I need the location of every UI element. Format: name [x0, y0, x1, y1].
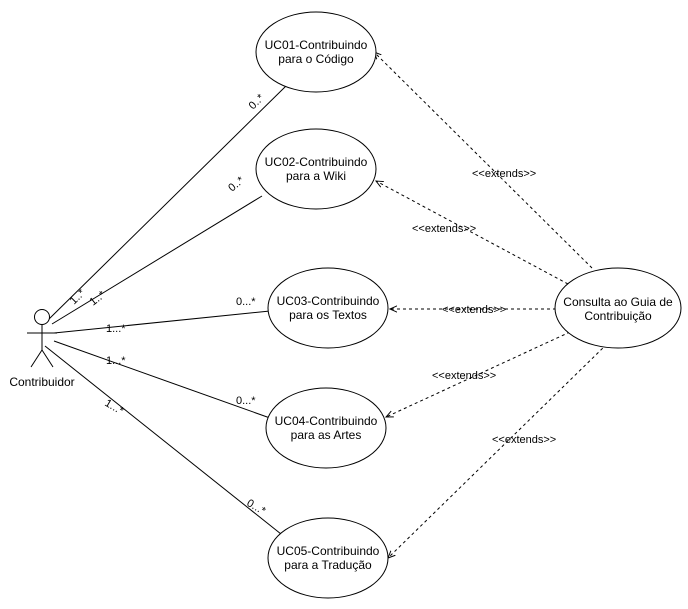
actor-right-leg [41, 349, 54, 368]
use-case-uc03: UC03-Contribuindo para os Textos [267, 267, 389, 349]
actor-head [34, 309, 50, 325]
association-uc01 [47, 85, 287, 321]
extends-label-uc01: <<extends>> [472, 168, 536, 180]
mult-uc02: 0..* [226, 174, 247, 194]
uc04-title: UC04-Contribuindo [275, 414, 378, 428]
guide-title: Consulta ao Guia de [563, 295, 673, 309]
extends-label-uc05: <<extends>> [492, 434, 556, 446]
association-uc02 [51, 195, 263, 325]
uc03-title: UC03-Contribuindo [277, 294, 380, 308]
association-uc04 [53, 340, 271, 419]
mult-actor-uc03: 1...* [106, 323, 126, 335]
uc01-title: UC01-Contribuindo [265, 38, 368, 52]
use-case-uc05: UC05-Contribuindo para a Tradução [267, 517, 389, 599]
use-case-uc01: UC01-Contribuindo para o Código [255, 11, 377, 93]
use-case-uc02: UC02-Contribuindo para a Wiki [255, 128, 377, 210]
use-case-guide: Consulta ao Guia de Contribuição [554, 267, 682, 349]
mult-uc01: 0..* [247, 91, 268, 112]
extends-line-uc01 [374, 52, 593, 269]
extends-line-uc04 [386, 331, 571, 417]
extends-line-uc05 [388, 343, 608, 558]
guide-subtitle: Contribuição [584, 309, 652, 323]
uc02-subtitle: para a Wiki [286, 169, 346, 183]
association-uc05 [44, 345, 287, 539]
uc04-subtitle: para as Artes [291, 428, 362, 442]
mult-actor-uc05: 1...* [103, 397, 127, 418]
uc05-subtitle: para a Tradução [284, 558, 372, 572]
uc03-subtitle: para os Textos [289, 308, 367, 322]
association-uc03 [53, 310, 271, 334]
uc05-title: UC05-Contribuindo [277, 544, 380, 558]
mult-uc03: 0...* [236, 296, 256, 308]
extends-label-uc04: <<extends>> [432, 370, 496, 382]
actor-left-leg [30, 349, 43, 368]
uc01-subtitle: para o Código [278, 52, 354, 66]
use-case-uc04: UC04-Contribuindo para as Artes [265, 387, 387, 469]
extends-label-uc03: <<extends>> [442, 304, 506, 316]
mult-uc04: 0...* [236, 395, 256, 407]
uc02-title: UC02-Contribuindo [265, 155, 368, 169]
actor-name: Contribuidor [9, 375, 74, 389]
extends-line-uc02 [376, 181, 569, 285]
mult-actor-uc04: 1...* [106, 355, 126, 367]
extends-label-uc02: <<extends>> [412, 223, 476, 235]
actor-contribuidor: Contribuidor [9, 309, 75, 389]
